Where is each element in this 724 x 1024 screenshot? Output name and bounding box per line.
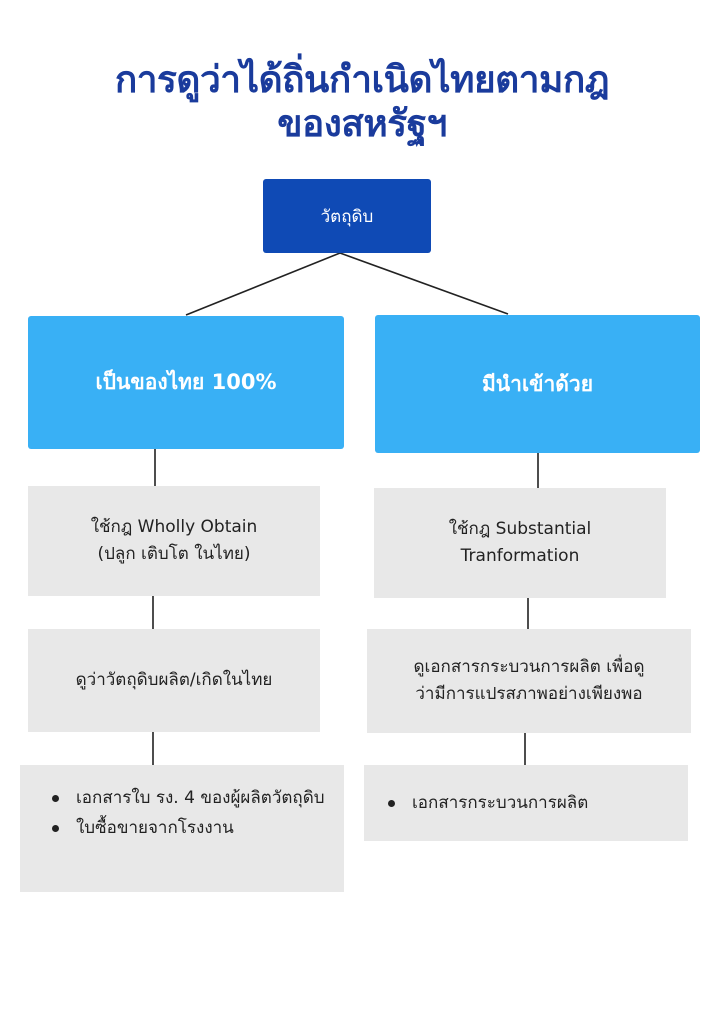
- left-rule-line-2: (ปลูก เติบโต ในไทย): [97, 544, 251, 564]
- connector-root-left: [185, 252, 341, 316]
- list-item: ใบซื้อขายจากโรงงาน: [52, 813, 325, 843]
- root-node: วัตถุดิบ: [263, 179, 431, 253]
- right-rule-line-2: Tranformation: [460, 546, 580, 566]
- branch-left-label: เป็นของไทย 100%: [95, 370, 277, 394]
- branch-imported: มีนำเข้าด้วย: [375, 315, 700, 453]
- right-documents-list: เอกสารกระบวนการผลิต: [388, 788, 588, 818]
- right-check-card: ดูเอกสารกระบวนการผลิต เพื่อดู ว่ามีการแป…: [367, 629, 691, 733]
- left-rule-card: ใช้กฎ Wholly Obtain (ปลูก เติบโต ในไทย): [28, 486, 320, 596]
- right-documents-card: เอกสารกระบวนการผลิต: [364, 765, 688, 841]
- right-check-line-2: ว่ามีการแปรสภาพอย่างเพียงพอ: [415, 684, 643, 704]
- right-rule-card: ใช้กฎ Substantial Tranformation: [374, 488, 666, 598]
- title-line-2: ของสหรัฐฯ: [277, 102, 447, 145]
- right-rule-line-1: ใช้กฎ Substantial: [448, 519, 592, 539]
- list-item: เอกสารใบ รง. 4 ของผู้ผลิตวัตถุดิบ: [52, 783, 325, 813]
- page-title: การดูว่าได้ถิ่นกำเนิดไทยตามกฎ ของสหรัฐฯ: [40, 58, 684, 146]
- root-label: วัตถุดิบ: [320, 206, 374, 227]
- connector-root-right: [339, 252, 509, 315]
- left-documents-card: เอกสารใบ รง. 4 ของผู้ผลิตวัตถุดิบ ใบซื้อ…: [20, 765, 344, 892]
- left-check-text: ดูว่าวัตถุดิบผลิต/เกิดในไทย: [75, 670, 273, 690]
- title-line-1: การดูว่าได้ถิ่นกำเนิดไทยตามกฎ: [114, 58, 610, 101]
- right-check-line-1: ดูเอกสารกระบวนการผลิต เพื่อดู: [413, 657, 645, 677]
- branch-thai-100: เป็นของไทย 100%: [28, 316, 344, 449]
- left-rule-line-1: ใช้กฎ Wholly Obtain: [90, 517, 258, 537]
- branch-right-label: มีนำเข้าด้วย: [481, 371, 594, 396]
- list-item: เอกสารกระบวนการผลิต: [388, 788, 588, 818]
- left-check-card: ดูว่าวัตถุดิบผลิต/เกิดในไทย: [28, 629, 320, 732]
- left-documents-list: เอกสารใบ รง. 4 ของผู้ผลิตวัตถุดิบ ใบซื้อ…: [52, 783, 325, 843]
